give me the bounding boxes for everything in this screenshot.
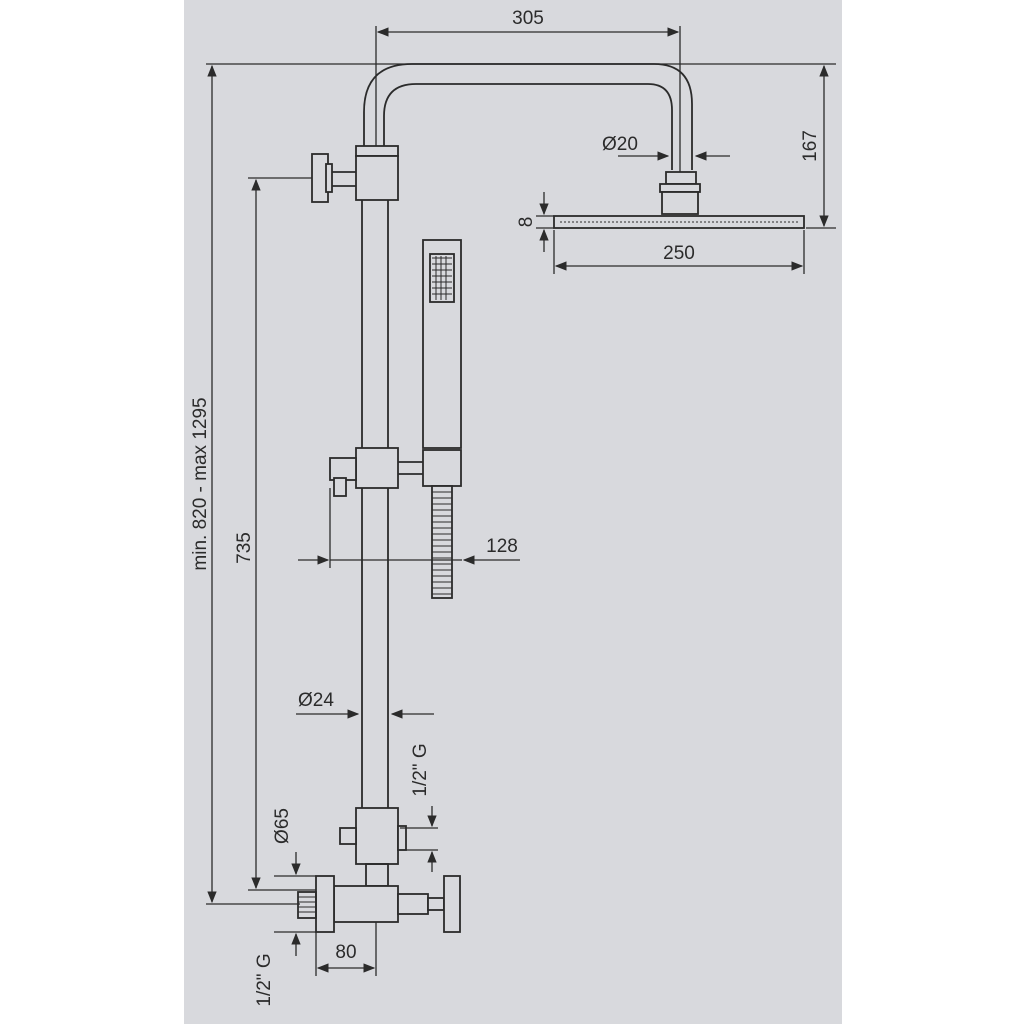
wall-flange <box>315 875 335 933</box>
mixer-handle <box>443 875 461 933</box>
dimension-lines <box>206 26 836 976</box>
dimension-labels: 305 Ø20 167 8 250 128 min. 820 - max 129… <box>190 8 821 1007</box>
inlet-union <box>297 891 317 919</box>
dim-head-width: 250 <box>663 243 695 264</box>
dim-head-height: 167 <box>800 130 821 162</box>
arm-collar <box>355 145 399 157</box>
hand-shower <box>422 239 462 449</box>
outlet-block <box>355 807 399 865</box>
riser-pipe <box>361 189 389 823</box>
dim-head-thickness: 8 <box>516 217 537 228</box>
shower-column <box>297 63 805 933</box>
drawing-background <box>184 0 842 1024</box>
dim-inlet-thread: 1/2" G <box>254 953 275 1006</box>
mixer-body <box>333 885 399 923</box>
shower-head <box>553 215 805 229</box>
dim-bar-diameter: Ø24 <box>298 690 334 711</box>
dim-hose-thread: 1/2" G <box>410 743 431 796</box>
dim-arm-reach: 305 <box>512 8 544 29</box>
diverter-body <box>355 155 399 201</box>
dim-inlet-spacing: 80 <box>335 942 356 963</box>
hose <box>431 485 453 599</box>
dim-hand-shower-offset: 128 <box>486 536 518 557</box>
dim-escutcheon-diameter: Ø65 <box>272 808 293 844</box>
hand-shower-holder <box>422 449 462 487</box>
dim-bar-height: 735 <box>234 532 255 564</box>
outlet-nipple <box>339 827 357 845</box>
overhead-arm <box>363 63 693 170</box>
head-connector <box>665 171 697 185</box>
hand-shower-nozzles <box>429 253 455 303</box>
slider-block <box>355 447 399 489</box>
dim-arm-diameter: Ø20 <box>602 134 638 155</box>
slider-knob <box>333 477 347 497</box>
dim-total-height: min. 820 - max 1295 <box>190 397 211 570</box>
